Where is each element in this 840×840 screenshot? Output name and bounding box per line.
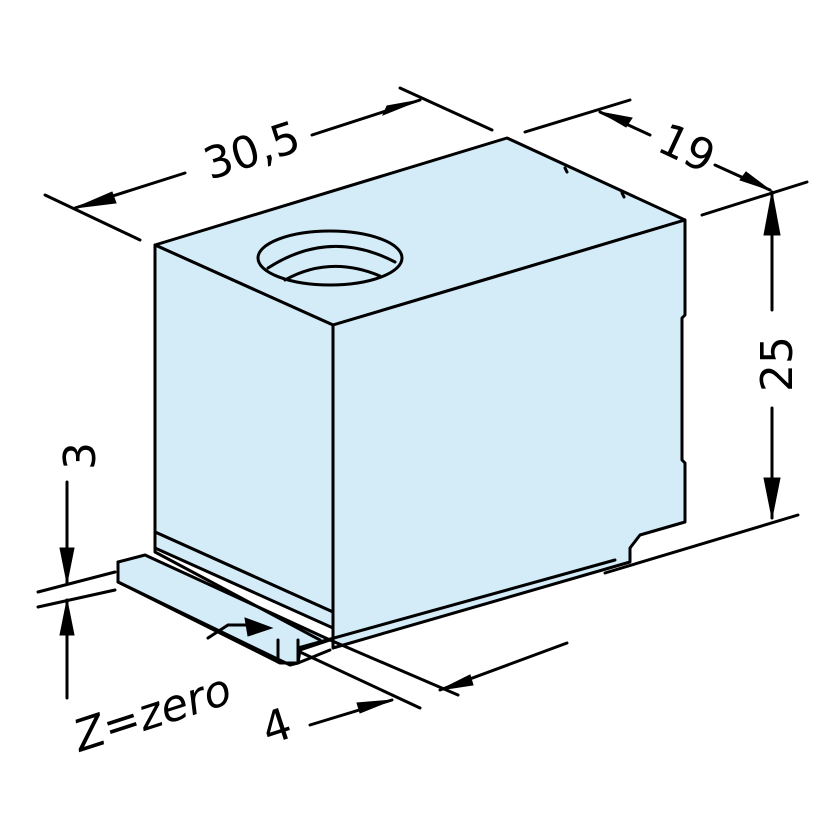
arrow-icon xyxy=(439,674,474,691)
arrow-icon xyxy=(59,547,75,584)
counterbore-hole xyxy=(256,229,404,287)
ext-line-length-left xyxy=(43,193,142,242)
arrow-icon xyxy=(763,477,781,519)
hole-bore xyxy=(283,264,382,282)
dimension-tongue-width: 4 xyxy=(256,638,569,755)
ext-line-depth-bottom xyxy=(700,180,809,217)
ext-line-tongue-top xyxy=(36,570,117,594)
tongue-ledge xyxy=(153,530,335,630)
arrow-icon xyxy=(763,191,781,236)
block-right-face xyxy=(331,218,687,650)
dimension-tongue-height: 3 xyxy=(36,442,117,700)
ext-line-depth-top xyxy=(523,98,632,134)
arrow-icon xyxy=(59,599,75,636)
ext-line-height-bottom xyxy=(603,513,800,575)
arrow-icon xyxy=(382,99,421,116)
hole-inner-step xyxy=(266,245,397,270)
dim-label-length: 30,5 xyxy=(198,112,307,191)
tongue-end-lines xyxy=(276,638,300,664)
dim-label-tongue-height: 3 xyxy=(55,442,106,470)
arrow-icon xyxy=(599,111,633,128)
ext-line-tongue-width-a xyxy=(298,650,422,710)
tongue-bottom-edge xyxy=(116,560,332,665)
top-edge-notches xyxy=(563,166,626,199)
arrow-icon xyxy=(356,699,393,714)
ext-line-length-right xyxy=(398,86,494,132)
tongue-groove-line xyxy=(153,546,322,642)
base-tongue xyxy=(116,530,617,667)
ext-line-tongue-width-b xyxy=(328,638,460,697)
zero-reference-label: Z=zero xyxy=(67,664,238,763)
block-bottom-edge xyxy=(296,558,617,650)
arrow-icon xyxy=(739,171,771,191)
hole-outer-rim xyxy=(256,229,404,287)
dimension-height: 25 xyxy=(603,190,803,575)
dim-label-depth: 19 xyxy=(650,114,722,184)
dim-label-height: 25 xyxy=(752,336,803,392)
dim-label-tongue-width: 4 xyxy=(256,698,298,755)
arrow-icon xyxy=(244,617,274,637)
ext-line-tongue-bottom xyxy=(36,588,117,609)
arrow-icon xyxy=(74,191,117,209)
